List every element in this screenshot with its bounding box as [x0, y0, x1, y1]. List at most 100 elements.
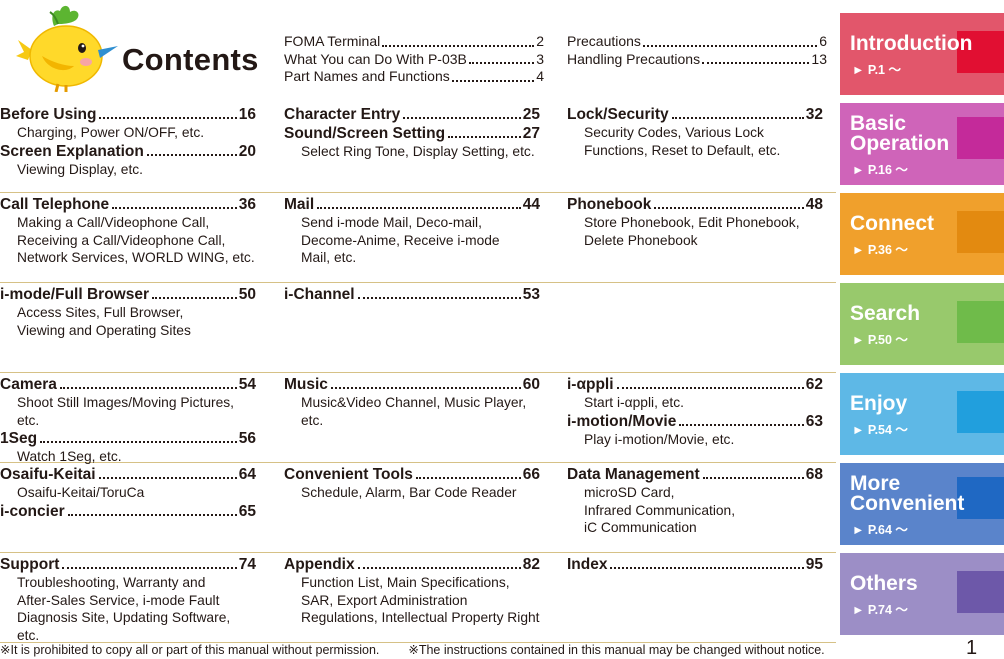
- toc-entry-music[interactable]: Music 60: [284, 375, 540, 394]
- toc-entry-page: 64: [238, 466, 256, 483]
- toc-entry-page: 56: [238, 430, 256, 447]
- toc-entry-title: Phonebook: [567, 196, 652, 213]
- toc-entry-description: Troubleshooting, Warranty and: [17, 575, 206, 590]
- leader-dots: [59, 387, 237, 389]
- toc-entry-title: i-concier: [0, 502, 65, 520]
- copy-notice: ※It is prohibited to copy all or part of…: [0, 643, 380, 657]
- chapter-tab-marker: [957, 301, 1004, 343]
- toc-entry-description: Watch 1Seg, etc.: [17, 449, 122, 464]
- toc-entry-description: Start i-αppli, etc.: [584, 395, 684, 410]
- toc-entry-title: Osaifu-Keitai: [0, 466, 96, 483]
- toc-entry-title: Music: [284, 376, 328, 393]
- toc-entry-description: microSD Card,: [584, 485, 675, 500]
- leader-dots: [317, 207, 521, 209]
- leader-dots: [357, 567, 521, 569]
- toc-entry-description: etc.: [301, 412, 324, 428]
- chapter-tab-title: Connect: [850, 212, 934, 235]
- chapter-tab-title: Enjoy: [850, 392, 908, 415]
- chapter-tab-others[interactable]: Others► P.74 ～: [840, 553, 1004, 635]
- page-number: 1: [966, 637, 978, 659]
- toc-entry-before-using[interactable]: Before Using 16: [0, 105, 256, 124]
- chapter-tab-enjoy[interactable]: Enjoy ► P.54 ～: [840, 373, 1004, 455]
- toc-entry-description: Schedule, Alarm, Bar Code Reader: [301, 485, 517, 500]
- change-notice: ※The instructions contained in this manu…: [408, 643, 825, 657]
- toc-entry-title: Screen Explanation: [0, 142, 144, 160]
- chapter-tab-marker: [957, 117, 1004, 159]
- toc-entry-description: Delete Phonebook: [584, 232, 698, 248]
- chapter-tab-title: Others: [850, 572, 918, 595]
- leader-dots: [448, 136, 521, 138]
- toc-entry-description: SAR, Export Administration: [301, 592, 468, 608]
- leader-dots: [357, 297, 521, 299]
- toc-entry-title: Before Using: [0, 106, 97, 123]
- toc-entry-page: 60: [522, 376, 540, 393]
- leader-dots: [654, 207, 804, 209]
- toc-entry-description: Mail, etc.: [301, 250, 357, 265]
- chapter-tab-page-ref: ► P.1 ～: [852, 63, 901, 77]
- toc-entry-description: iC Communication: [584, 520, 697, 535]
- toc-entry-page: 62: [805, 376, 823, 393]
- toc-entry-title: Character Entry: [284, 106, 401, 123]
- toc-entry-description: Charging, Power ON/OFF, etc.: [17, 125, 205, 140]
- toc-entry-description: Regulations, Intellectual Property Right: [301, 610, 540, 625]
- chapter-tab-title: Operation: [850, 132, 950, 155]
- toc-entry-title: Sound/Screen Setting: [284, 125, 446, 142]
- toc-entry-page: 95: [805, 556, 823, 573]
- toc-entry-title: Appendix: [284, 556, 355, 573]
- toc-entry-page: 68: [805, 466, 823, 483]
- toc-entry-description: Receiving a Call/Videophone Call,: [17, 232, 226, 248]
- toc-entry-page: 74: [238, 556, 256, 573]
- toc-entry-title: i-motion/Movie: [567, 412, 677, 430]
- toc-entry-title: Mail: [284, 196, 315, 213]
- chapter-tab-search[interactable]: Search► P.50 ～: [840, 283, 1004, 365]
- toc-entry-page: 53: [522, 286, 540, 303]
- toc-entry-page: 16: [238, 106, 256, 123]
- toc-entry-description: Select Ring Tone, Display Setting, etc.: [301, 144, 535, 159]
- toc-entry-osaifu-keitai[interactable]: Osaifu-Keitai 64: [0, 465, 256, 484]
- chapter-tab-connect[interactable]: Connect► P.36 ～: [840, 193, 1004, 275]
- chapter-tab-page-ref: ► P.54 ～: [852, 423, 908, 437]
- chapter-tab-introduction[interactable]: Introduction► P.1 ～: [840, 13, 1004, 95]
- leader-dots: [610, 567, 804, 569]
- toc-entry-title: i-mode/Full Browser: [0, 286, 149, 303]
- toc-entry-description: Access Sites, Full Browser,: [17, 305, 184, 320]
